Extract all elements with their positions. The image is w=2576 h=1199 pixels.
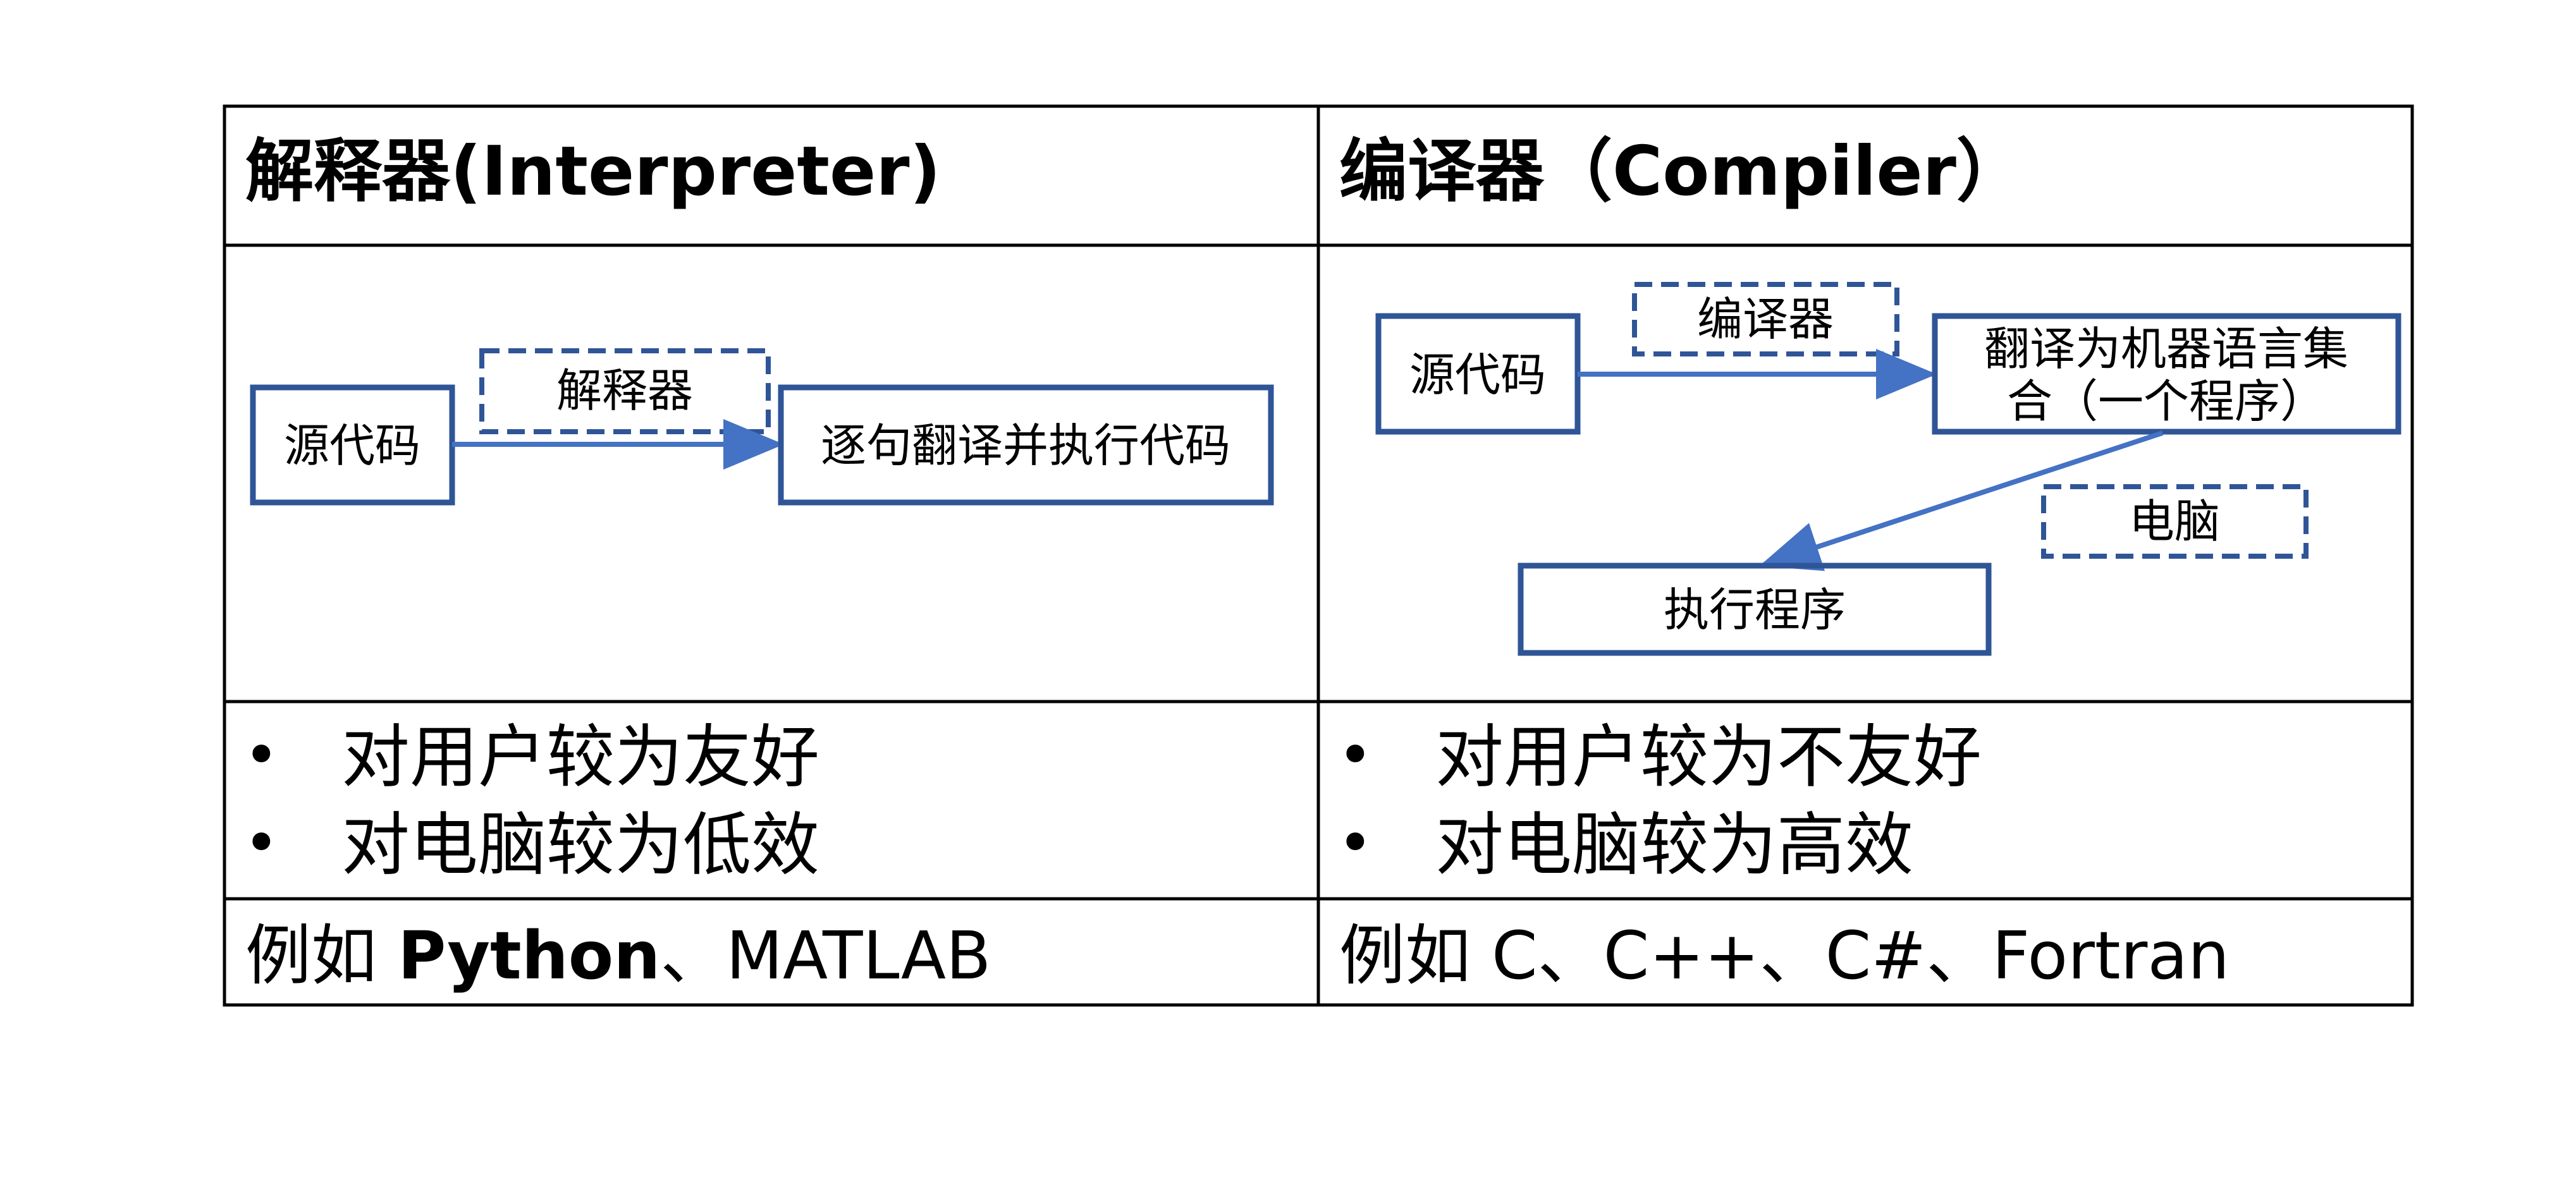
compiler-final-box (1518, 563, 1992, 656)
interpreter-example-prefix: 例如 (245, 917, 398, 994)
compiler-tool-label: 编译器 (1697, 293, 1834, 346)
interpreter-example-bold: Python (398, 917, 660, 994)
interpreter-bullet-1: 对用户较为友好 (341, 718, 819, 797)
compiler-result-label-line1: 翻译为机器语言集 (1984, 322, 2348, 375)
interpreter-bullets: • 对用户较为友好 • 对电脑较为低效 (243, 718, 819, 885)
compiler-result-label-line2: 合（一个程序） (2007, 375, 2326, 428)
compiler-example: 例如 C、C++、C#、Fortran (1339, 917, 2229, 994)
compiler-executor-label: 电脑 (2129, 495, 2220, 548)
compiler-bullet-2: 对电脑较为高效 (1435, 806, 1913, 885)
interpreter-example: 例如 Python、MATLAB (245, 917, 991, 994)
compiler-bullet-1: 对用户较为不友好 (1435, 718, 1982, 797)
compiler-tool-box (1632, 282, 1899, 356)
interpreter-source-label: 源代码 (284, 419, 420, 472)
interpreter-tool-label: 解释器 (556, 364, 693, 417)
compiler-source-label: 源代码 (1409, 348, 1546, 401)
compiler-header: 编译器（Compiler） (1339, 132, 2025, 211)
compiler-diagram: 源代码 编译器 翻译为机器语言集 合（一个程序） 电脑 执行程序 (1375, 282, 2401, 656)
interpreter-example-rest: 、MATLAB (660, 917, 991, 994)
interpreter-result-box (778, 384, 1274, 506)
interpreter-result-label: 逐句翻译并执行代码 (821, 419, 1230, 472)
interpreter-diagram: 源代码 解释器 逐句翻译并执行代码 (250, 348, 1274, 506)
interpreter-bullet-2: 对电脑较为低效 (341, 806, 819, 885)
compiler-arrow-execute (1759, 430, 2164, 571)
bullet-dot: • (243, 808, 279, 879)
interpreter-tool-box (479, 348, 771, 434)
compiler-result-box (1932, 313, 2401, 435)
compiler-final-label: 执行程序 (1664, 583, 1846, 636)
bullet-dot: • (1337, 808, 1373, 879)
compiler-bullets: • 对用户较为不友好 • 对电脑较为高效 (1337, 718, 1982, 885)
bullet-dot: • (1337, 720, 1373, 791)
interpreter-header: 解释器(Interpreter) (245, 132, 941, 211)
compiler-executor-box (2041, 484, 2309, 559)
bullet-dot: • (243, 720, 279, 791)
comparison-table (223, 104, 2414, 1007)
